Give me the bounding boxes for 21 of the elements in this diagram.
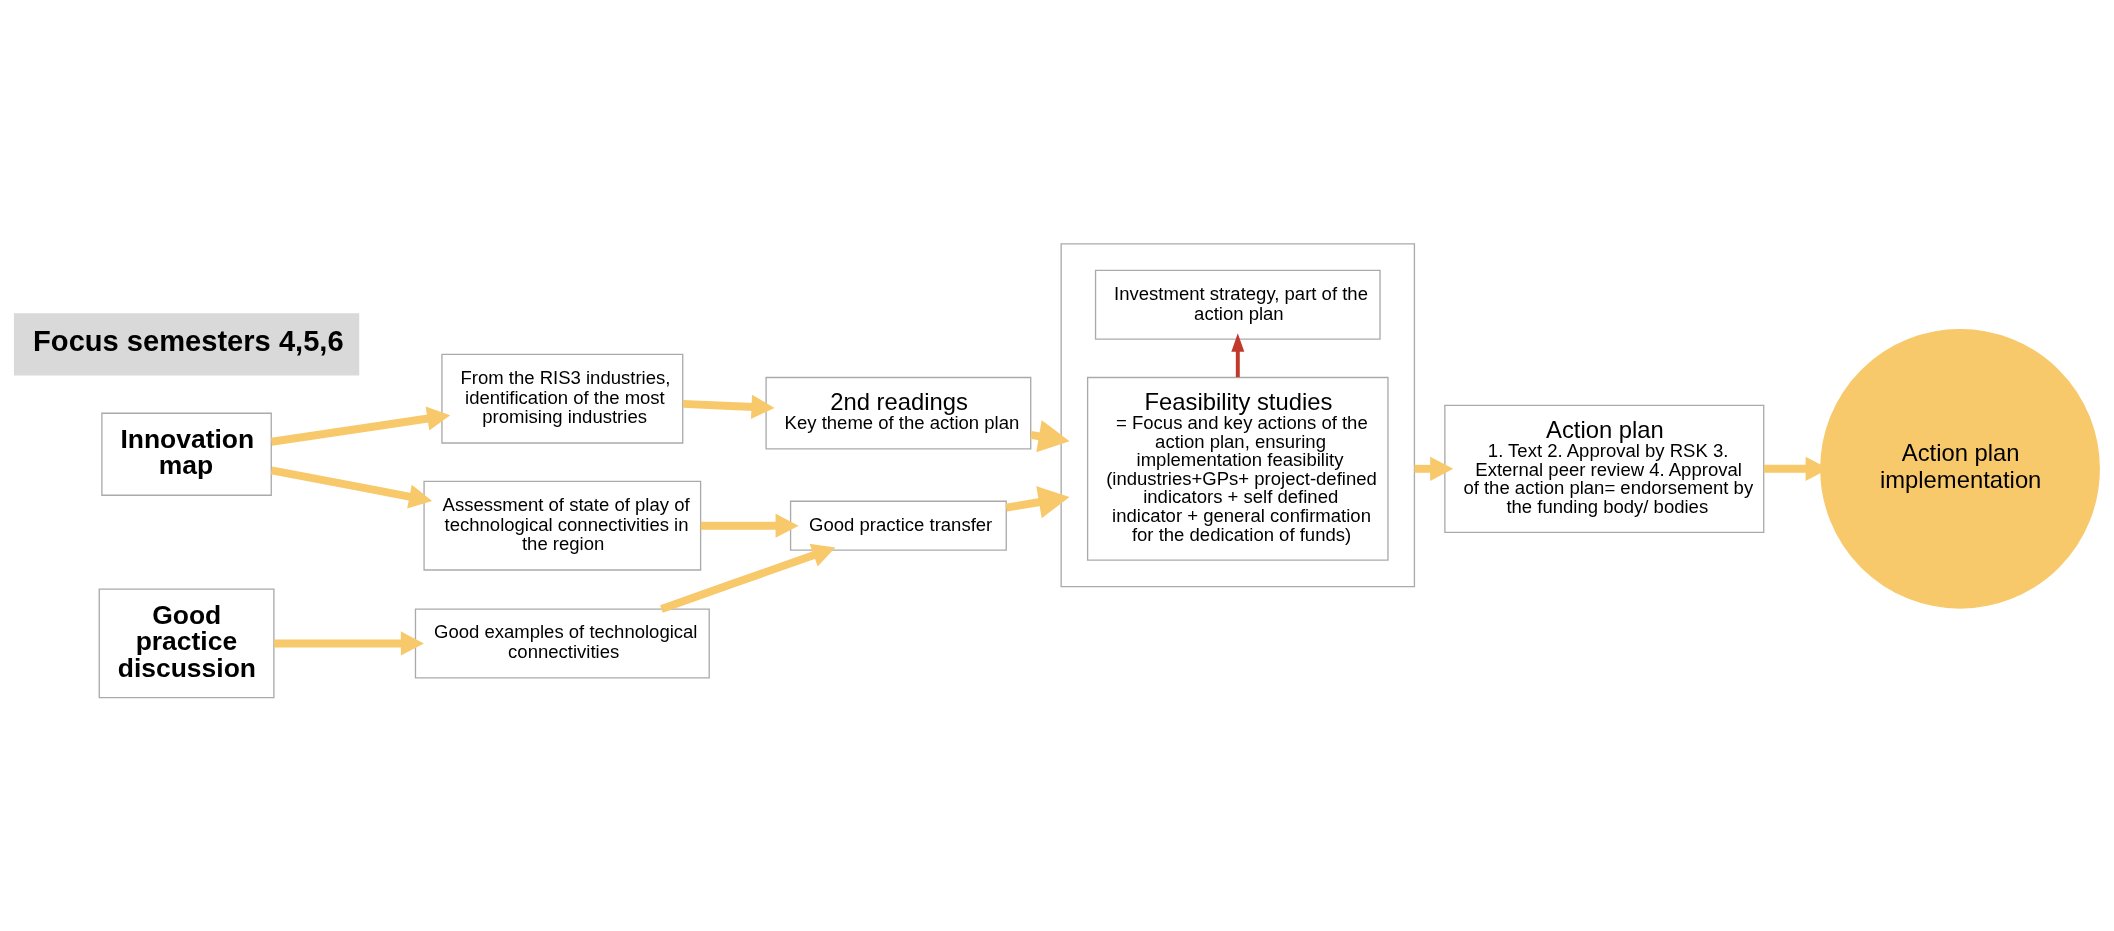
node-box: Innovation map xyxy=(101,412,272,496)
arrow xyxy=(682,394,775,419)
arrow xyxy=(700,513,799,538)
arrow xyxy=(660,543,836,613)
node-box: From the RIS3 industries, identification of the most promising industries xyxy=(441,353,684,444)
node-box: Focus semesters 4,5,6 xyxy=(13,313,360,376)
node-box: Good practice transfer xyxy=(789,500,1007,551)
node-box: Good examples of technological connectivities xyxy=(414,608,710,679)
node-box: 2nd readings Key theme of the action plan xyxy=(765,376,1032,450)
node-box: Assessment of state of play of technological connectivities in the region xyxy=(423,480,702,571)
node-circle: Action plan implementation xyxy=(1820,328,2100,609)
arrow xyxy=(1231,333,1245,378)
node-box: Investment strategy, part of the action plan xyxy=(1094,269,1381,340)
node-box: Feasibility studies = Focus and key actions of the action plan, ensuring implementation feasibility (industries+GPs+ project-defined indicators + self defined indicator + general confirmation for the dedication of funds) xyxy=(1086,376,1389,561)
arrow xyxy=(1005,486,1070,519)
arrow xyxy=(271,406,451,446)
node-box: Good practice discussion xyxy=(98,588,275,699)
node-box: Action plan 1. Text 2. Approval by RSK 3. External peer review 4. Approval of the action plan= endorsement by the funding body/ bodies xyxy=(1444,404,1765,533)
arrow xyxy=(273,631,424,656)
cluster xyxy=(1060,243,1416,588)
arrow xyxy=(270,466,433,509)
